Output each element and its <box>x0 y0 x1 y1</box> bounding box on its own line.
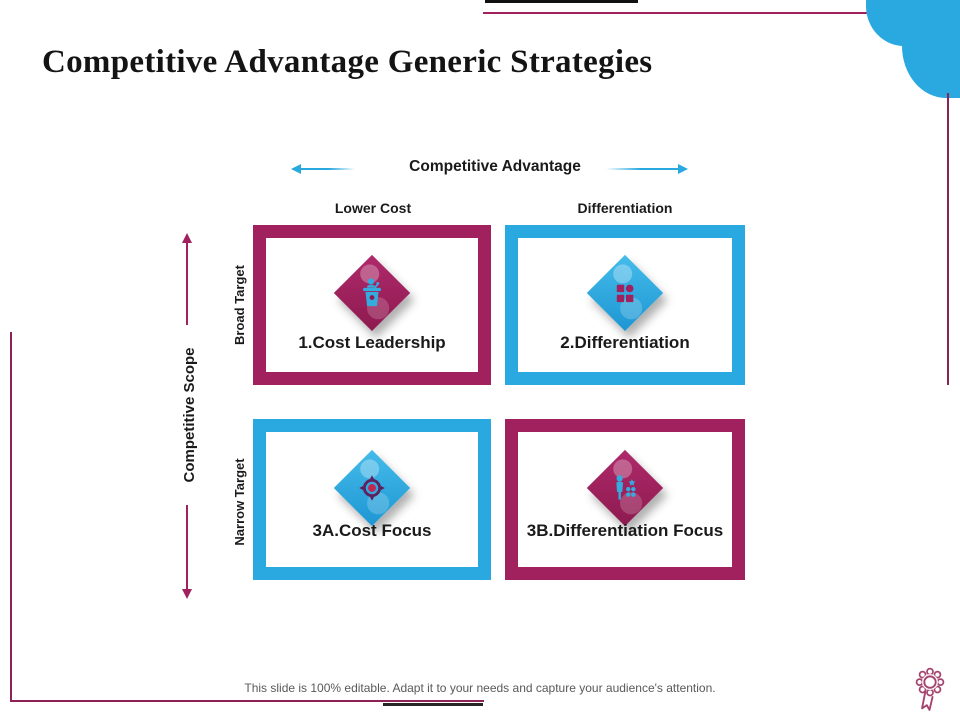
person-star-dots-icon <box>598 461 652 515</box>
cell-label: 1.Cost Leadership <box>298 333 446 352</box>
podium-speaker-icon <box>345 266 399 320</box>
left-maroon-accent-line <box>10 332 12 702</box>
row-header-broad-target: Broad Target <box>232 265 247 345</box>
y-axis-label: Competitive Scope <box>178 325 202 505</box>
corner-blob-shape <box>902 16 960 98</box>
column-header-lower-cost: Lower Cost <box>334 200 412 216</box>
column-header-differentiation: Differentiation <box>577 200 673 216</box>
row-header-narrow-target: Narrow Target <box>232 458 247 546</box>
cell-label: 3B.Differentiation Focus <box>526 521 724 540</box>
cell-label: 3A.Cost Focus <box>312 521 432 540</box>
bottom-dark-accent-line <box>383 703 483 706</box>
right-maroon-accent-line <box>947 93 949 385</box>
bottom-maroon-accent-line <box>10 700 484 702</box>
target-icon <box>345 461 399 515</box>
slide-title: Competitive Advantage Generic Strategies <box>42 44 653 81</box>
cell-cost-leadership[interactable] <box>253 225 491 385</box>
cell-label: 2.Differentiation <box>560 333 690 352</box>
top-black-accent-line <box>485 0 638 3</box>
grid-shapes-icon <box>598 266 652 320</box>
arrow-left-icon <box>291 164 355 174</box>
arrow-right-icon <box>606 164 688 174</box>
top-maroon-accent-line <box>483 12 960 14</box>
x-axis-label: Competitive Advantage <box>409 158 581 175</box>
award-ribbon-icon <box>911 666 949 714</box>
footer-note: This slide is 100% editable. Adapt it to… <box>244 681 716 695</box>
